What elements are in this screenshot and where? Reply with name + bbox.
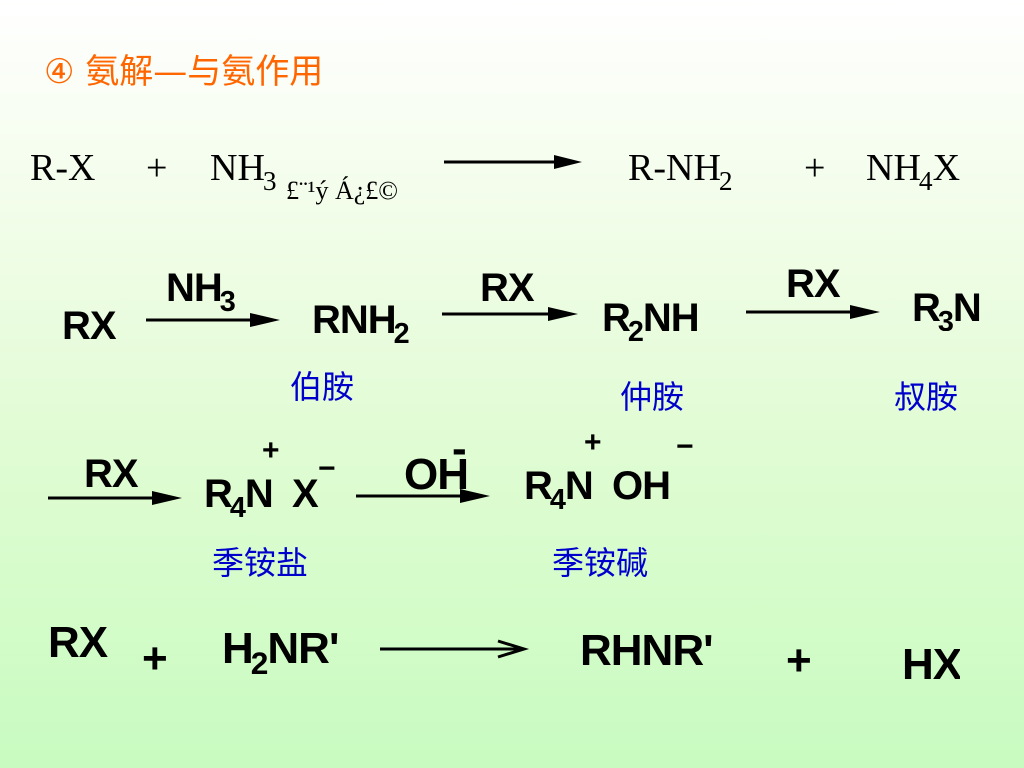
row3-base-r4n: R4N (524, 464, 594, 516)
label-primary-amine: 伯胺 (290, 368, 355, 406)
eq1-nh4x-nh: NH (866, 147, 921, 189)
row3-reagent-oh: OH (404, 450, 469, 499)
row2-r2nh-sub: 2 (627, 316, 644, 349)
row3-reagent-rx: RX (84, 452, 139, 496)
label-quaternary-salt: 季铵盐 (212, 544, 309, 582)
row3-arrow-2 (356, 489, 490, 503)
row2-rnh2-sub: 2 (393, 318, 410, 351)
row2-rnh2-main: RNH (312, 298, 397, 342)
row3-base-minus: − (676, 430, 694, 463)
eq1-arrow (444, 155, 582, 169)
row2-arrow-3 (746, 305, 880, 319)
label-secondary-amine: 仲胺 (620, 378, 685, 416)
row3-base-oh: OH (612, 464, 671, 508)
label-quaternary-base: 季铵碱 (552, 544, 649, 582)
eq1-nh3-main: NH (210, 147, 265, 189)
row3-base-r: R (524, 464, 553, 508)
eq1-nh3-sub: 3 (262, 165, 277, 196)
row3-salt-plus: + (262, 434, 280, 467)
row3-base-plus: + (584, 426, 602, 459)
row3-base-sub: 4 (549, 484, 566, 517)
eq4-arrow (380, 639, 530, 659)
row2-r3n-sub: 3 (937, 306, 954, 331)
eq4-plus-2: + (786, 636, 812, 685)
eq1-reactant-nh3: NH3 (210, 146, 277, 196)
row3-salt-minus: − (318, 452, 336, 485)
row2-product-r2nh: R2NH (602, 296, 700, 348)
eq1-rnh2-main: R-NH (628, 147, 721, 189)
eq1-rnh2-sub: 2 (718, 165, 733, 196)
row2-r2nh-rest: NH (642, 296, 700, 340)
eq4-h2nr-sub: 2 (250, 645, 269, 682)
row2-reagent-rx-3: RX (786, 262, 841, 306)
eq4-plus-1: + (142, 634, 168, 683)
label-tertiary-amine: 叔胺 (894, 378, 959, 416)
eq1-nh4x-x: X (932, 147, 961, 189)
eq4-h2nr-h: H (222, 624, 254, 673)
eq4-reactant-rx: RX (48, 618, 108, 667)
eq1-reactant-rx: R-X (30, 147, 96, 189)
eq1-nh4x-sub: 4 (918, 165, 933, 196)
row2-r2nh-r: R (602, 296, 631, 340)
row3-reagent-oh-minus: - (452, 424, 467, 473)
row2-reagent-nh3: NH3 (166, 266, 236, 318)
row2-nh3-sub: 3 (219, 286, 236, 319)
row3-salt-r: R (204, 472, 233, 516)
eq1-condition-garbled: £¨¹ý Á¿£© (286, 176, 399, 205)
row2-product-r3n: R3N (912, 286, 980, 331)
eq1-plus-1: + (146, 147, 168, 189)
row2-arrow-2 (442, 307, 578, 321)
eq1-product-nh4x: NH4X (866, 146, 961, 196)
row2-start-rx: RX (62, 304, 117, 348)
row2-reagent-rx-2: RX (480, 266, 535, 310)
row2-arrow-1 (146, 313, 280, 327)
eq4-product-rhnr: RHNR' (580, 626, 714, 675)
row2-r3n-rest: N (952, 286, 980, 330)
row3-salt-x: X (292, 472, 319, 516)
row3-salt-r4n: R4N (204, 472, 274, 524)
page-title: ④ 氨解—与氨作用 (44, 52, 324, 92)
row2-product-rnh2: RNH2 (312, 298, 410, 350)
eq4-reactant-h2nr: H2NR' (222, 624, 339, 681)
eq4-product-hx: HX (902, 640, 960, 689)
row3-salt-sub: 4 (229, 492, 246, 525)
row3-arrow-1 (48, 491, 182, 505)
eq4-h2nr-rest: NR' (267, 624, 339, 673)
row2-r3n-r: R (912, 286, 941, 330)
row3-salt-n: N (244, 472, 274, 516)
row3-base-n: N (564, 464, 594, 508)
row2-nh3-main: NH (166, 266, 223, 310)
eq1-plus-2: + (804, 147, 826, 189)
eq1-product-rnh2: R-NH2 (628, 146, 733, 196)
